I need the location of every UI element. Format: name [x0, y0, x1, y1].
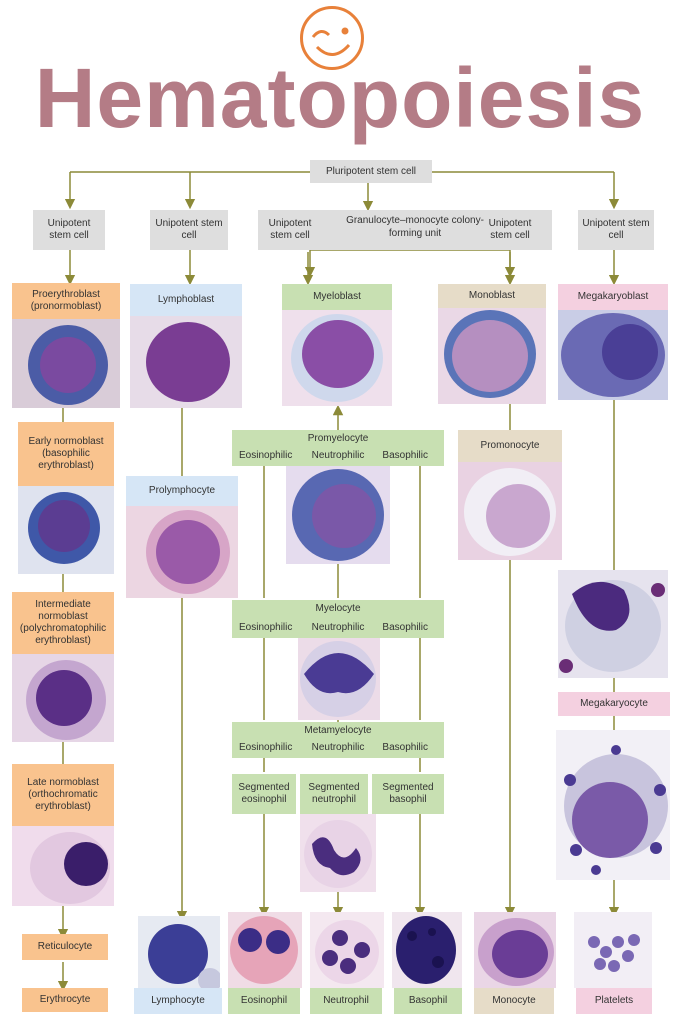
segmented-neutrophil-label: Segmented neutrophil — [300, 774, 368, 814]
myelocyte-neutrophilic: Neutrophilic — [311, 622, 365, 633]
promyelocyte-basophilic: Basophilic — [382, 450, 428, 461]
lymphoblast-label: Lymphoblast — [130, 284, 242, 316]
metamyelocyte-label: Metamyelocyte — [304, 725, 372, 736]
proerythroblast-label: Proerythroblast (pronormoblast) — [12, 283, 120, 319]
myeloblast-image — [282, 310, 392, 406]
monoblast-image — [438, 308, 546, 404]
unipotent-stem-cell-megakaryocytic: Unipotent stem cell — [578, 210, 654, 250]
page-title: Hematopoiesis — [34, 51, 646, 145]
reticulocyte-label: Reticulocyte — [22, 934, 108, 960]
prolymphocyte-label: Prolymphocyte — [126, 476, 238, 506]
metamyelocyte-box: Metamyelocyte Eosinophilic Neutrophilic … — [232, 722, 444, 758]
promonocyte-image — [458, 462, 562, 560]
lymphoblast-image — [130, 316, 242, 408]
lymphocyte-image — [138, 916, 220, 988]
eosinophil-label: Eosinophil — [228, 988, 300, 1014]
monocyte-label: Monocyte — [474, 988, 554, 1014]
neutrophil-label: Neutrophil — [310, 988, 382, 1014]
myelocyte-image — [298, 638, 380, 720]
megakaryocyte-lower-image — [556, 730, 670, 880]
unipotent-stem-cell-lymphoid: Unipotent stem cell — [150, 210, 228, 250]
pluripotent-stem-cell-label: Pluripotent stem cell — [310, 160, 432, 183]
basophil-image — [392, 912, 462, 988]
monocyte-image — [474, 912, 556, 988]
granulocyte-monocyte-cfu-label: Granulocyte–monocyte colony-forming unit — [346, 215, 484, 239]
megakaryoblast-label: Megakaryoblast — [558, 284, 668, 310]
unipotent-stem-cell-granulocytic: Unipotent stem cell — [268, 218, 312, 241]
neutrophil-image — [310, 912, 384, 988]
lymphocyte-label: Lymphocyte — [134, 988, 222, 1014]
unipotent-stem-cell-erythroid: Unipotent stem cell — [33, 210, 105, 250]
erythrocyte-label: Erythrocyte — [22, 988, 108, 1012]
platelets-label: Platelets — [576, 988, 652, 1014]
monoblast-label: Monoblast — [438, 284, 546, 308]
intermediate-normoblast-label: Intermediate normoblast (polychromatophi… — [12, 592, 114, 654]
segmented-neutrophil-image — [300, 814, 376, 892]
promyelocyte-neutrophilic: Neutrophilic — [311, 450, 365, 461]
promonocyte-label: Promonocyte — [458, 430, 562, 462]
segmented-basophil-label: Segmented basophil — [372, 774, 444, 814]
promyelocyte-label: Promyelocyte — [307, 433, 369, 444]
eosinophil-image — [228, 912, 302, 988]
early-normoblast-image — [18, 486, 114, 574]
metamyelocyte-eosinophilic: Eosinophilic — [239, 742, 293, 753]
myelocyte-box: Myelocyte Eosinophilic Neutrophilic Baso… — [232, 600, 444, 638]
myelocyte-eosinophilic: Eosinophilic — [239, 622, 293, 633]
platelets-image — [574, 912, 652, 988]
promyelocyte-box: Promyelocyte Eosinophilic Neutrophilic B… — [232, 430, 444, 466]
unipotent-stem-cell-monocytic: Unipotent stem cell — [488, 218, 532, 241]
prolymphocyte-image — [126, 506, 238, 598]
proerythroblast-image — [12, 319, 120, 408]
basophil-label: Basophil — [394, 988, 462, 1014]
segmented-eosinophil-label: Segmented eosinophil — [232, 774, 296, 814]
late-normoblast-image — [12, 826, 114, 906]
promyelocyte-image — [286, 466, 390, 564]
myeloblast-label: Myeloblast — [282, 284, 392, 310]
metamyelocyte-basophilic: Basophilic — [382, 742, 428, 753]
megakaryoblast-image — [558, 310, 668, 400]
smiley-logo-icon — [300, 6, 364, 70]
late-normoblast-label: Late normoblast (orthochromatic erythrob… — [12, 764, 114, 826]
megakaryocyte-label: Megakaryocyte — [558, 692, 670, 716]
myelocyte-label: Myelocyte — [315, 603, 361, 614]
metamyelocyte-neutrophilic: Neutrophilic — [311, 742, 365, 753]
promyelocyte-eosinophilic: Eosinophilic — [239, 450, 293, 461]
early-normoblast-label: Early normoblast (basophilic erythroblas… — [18, 422, 114, 486]
myelocyte-basophilic: Basophilic — [382, 622, 428, 633]
megakaryocyte-upper-image — [558, 570, 668, 678]
intermediate-normoblast-image — [12, 654, 114, 742]
gm-progenitor-box — [258, 210, 552, 250]
